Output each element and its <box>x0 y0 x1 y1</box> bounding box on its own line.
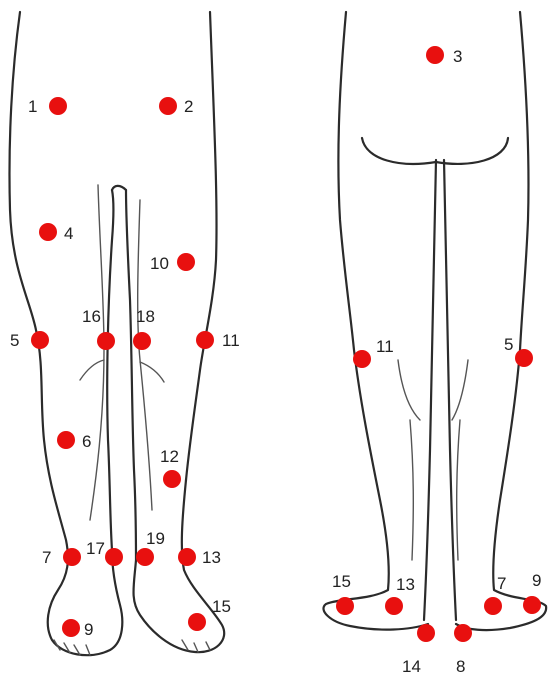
point-label: 11 <box>376 337 394 356</box>
point-label: 10 <box>150 254 169 273</box>
front-point-10: 10 <box>150 253 195 273</box>
front-point-15: 15 <box>188 597 231 631</box>
back-inner-leg-contour-2 <box>444 160 456 620</box>
point-label: 11 <box>222 331 240 350</box>
point-label: 14 <box>402 657 421 676</box>
front-left-knee-crease <box>80 360 104 380</box>
back-right-calf-line <box>457 420 460 560</box>
front-point-16: 16 <box>82 307 115 350</box>
front-right-leg-outer-contour <box>186 12 217 480</box>
point-label: 2 <box>184 97 193 116</box>
point-marker <box>49 97 67 115</box>
point-label: 12 <box>160 447 179 466</box>
point-label: 17 <box>86 539 105 558</box>
back-left-calf-line <box>410 420 413 560</box>
point-marker <box>336 597 354 615</box>
front-point-5: 5 <box>10 331 49 350</box>
front-crotch-contour <box>112 186 126 190</box>
point-marker <box>353 350 371 368</box>
back-point-11: 11 <box>353 337 394 368</box>
point-label: 6 <box>82 432 91 451</box>
point-marker <box>523 596 541 614</box>
point-label: 7 <box>497 574 506 593</box>
point-label: 15 <box>212 597 231 616</box>
front-point-12: 12 <box>160 447 181 488</box>
point-marker <box>177 253 195 271</box>
point-marker <box>385 597 403 615</box>
point-label: 9 <box>532 571 541 590</box>
back-right-leg-outer-contour <box>456 12 546 630</box>
point-marker <box>196 331 214 349</box>
point-marker <box>39 223 57 241</box>
point-label: 7 <box>42 548 51 567</box>
front-point-17: 17 <box>86 539 123 566</box>
point-label: 3 <box>453 47 462 66</box>
point-marker <box>31 331 49 349</box>
point-label: 4 <box>64 224 73 243</box>
front-point-13: 13 <box>178 548 221 567</box>
point-marker <box>188 613 206 631</box>
back-point-3: 3 <box>426 46 462 66</box>
point-marker <box>163 470 181 488</box>
point-marker <box>515 349 533 367</box>
back-left-knee-crease <box>398 360 420 420</box>
point-label: 19 <box>146 529 165 548</box>
point-label: 8 <box>456 657 465 676</box>
point-marker <box>484 597 502 615</box>
point-label: 13 <box>202 548 221 567</box>
front-point-4: 4 <box>39 223 73 243</box>
back-point-9: 9 <box>523 571 541 614</box>
back-point-15: 15 <box>332 572 354 615</box>
front-point-1: 1 <box>28 97 67 116</box>
back-point-14: 14 <box>402 624 435 676</box>
point-marker <box>57 431 75 449</box>
point-marker <box>417 624 435 642</box>
front-right-calf-line <box>138 200 152 510</box>
back-point-5: 5 <box>504 335 533 367</box>
point-marker <box>133 332 151 350</box>
back-point-8: 8 <box>454 624 472 676</box>
front-point-19: 19 <box>136 529 165 566</box>
back-inner-leg-contour <box>424 160 436 620</box>
point-label: 1 <box>28 97 37 116</box>
front-point-9: 9 <box>62 619 93 639</box>
back-view-legs <box>323 12 546 630</box>
point-marker <box>97 332 115 350</box>
front-left-calf-line <box>90 185 104 520</box>
point-marker <box>136 548 154 566</box>
point-label: 5 <box>504 335 513 354</box>
point-marker <box>105 548 123 566</box>
point-label: 9 <box>84 620 93 639</box>
point-marker <box>62 619 80 637</box>
front-right-knee-crease <box>140 362 164 382</box>
point-label: 15 <box>332 572 351 591</box>
point-label: 16 <box>82 307 101 326</box>
point-marker <box>159 97 177 115</box>
point-label: 5 <box>10 331 19 350</box>
front-point-6: 6 <box>57 431 91 451</box>
point-marker <box>426 46 444 64</box>
front-point-7: 7 <box>42 548 81 567</box>
point-label: 18 <box>136 307 155 326</box>
front-point-18: 18 <box>133 307 155 350</box>
front-point-11: 11 <box>196 331 240 350</box>
front-right-leg-inner-contour <box>126 190 224 652</box>
front-point-2: 2 <box>159 97 193 116</box>
point-marker <box>63 548 81 566</box>
point-label: 13 <box>396 575 415 594</box>
back-right-knee-crease <box>452 360 468 420</box>
front-points: 1 2 4 10 5 16 18 11 <box>10 97 240 639</box>
point-marker <box>178 548 196 566</box>
point-marker <box>454 624 472 642</box>
